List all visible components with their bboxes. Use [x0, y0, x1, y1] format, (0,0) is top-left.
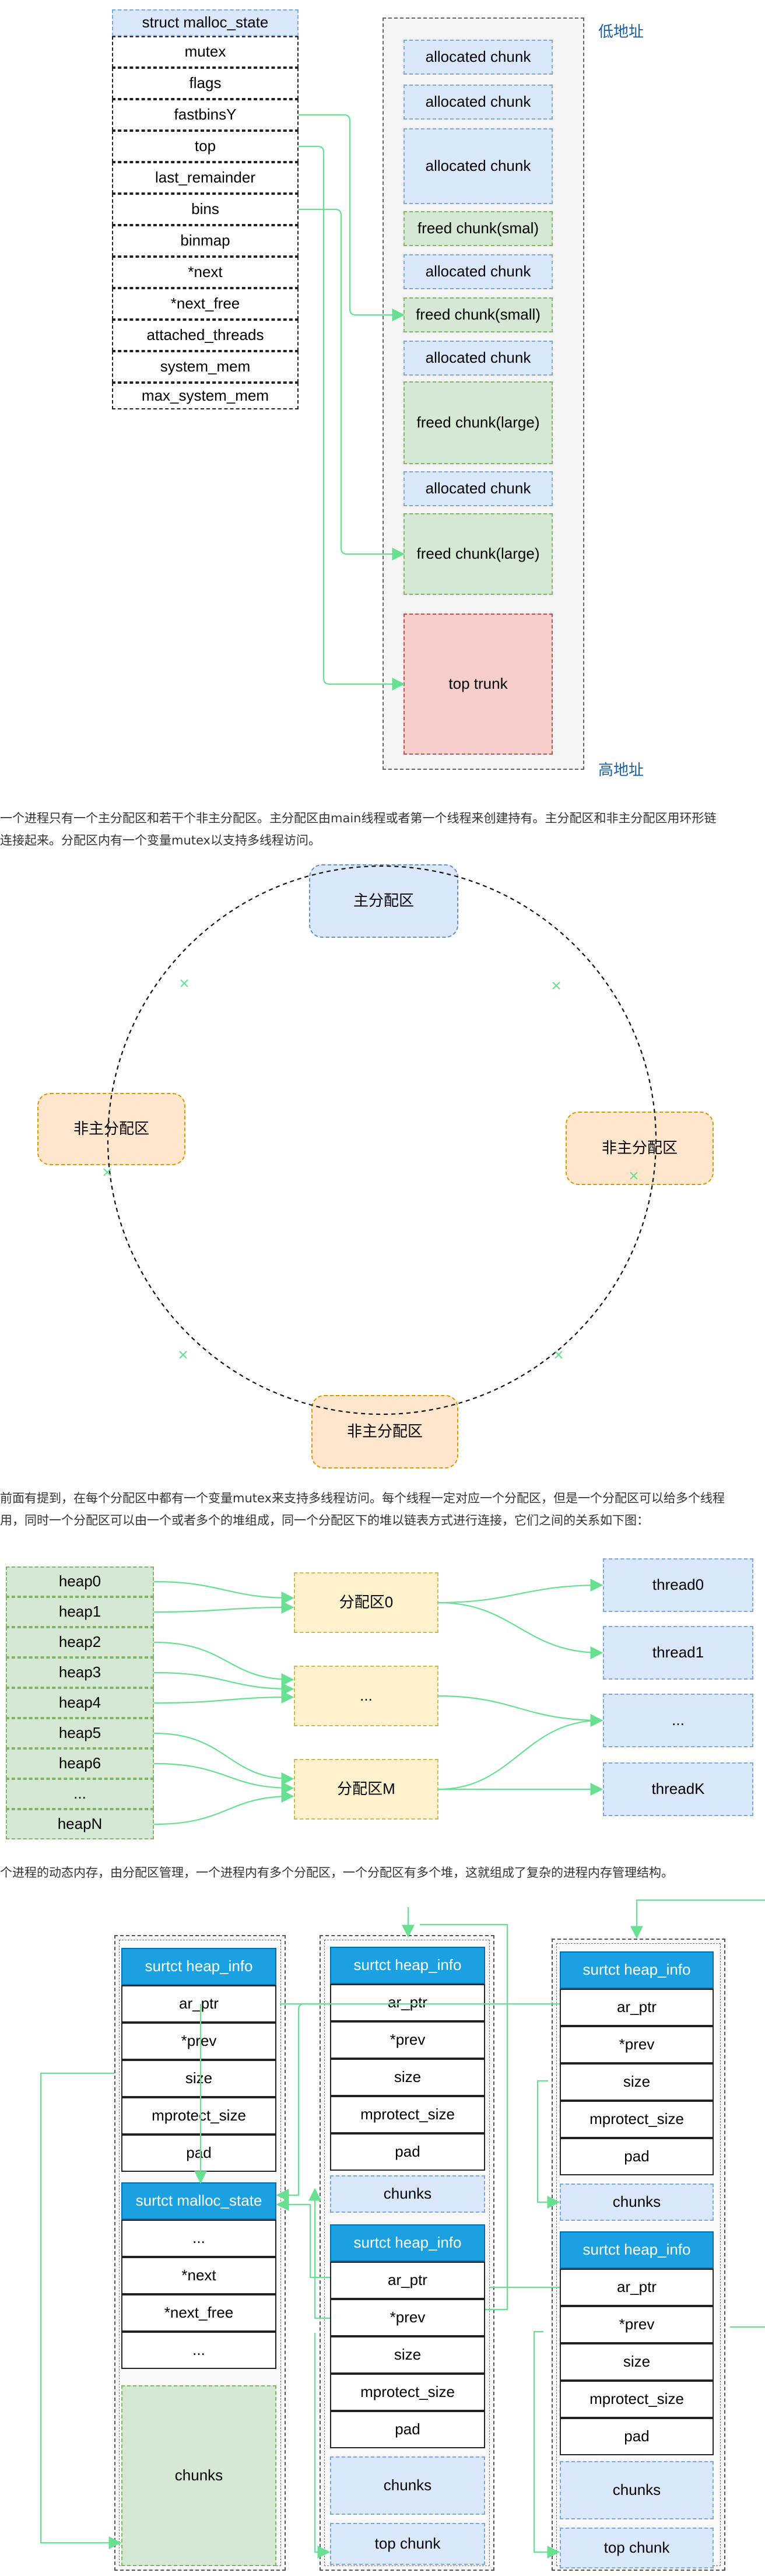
- field-max-system-mem: max_system_mem: [112, 383, 299, 409]
- chunk-allocated-6: allocated chunk: [403, 471, 553, 506]
- paragraph-arena-thread-line1: 前面有提到，在每个分配区中都有一个变量mutex来支持多线程访问。每个线程一定对…: [0, 1491, 725, 1505]
- ring-cross-marks: [103, 979, 638, 1359]
- paragraph-arena-intro: 一个进程只有一个主分配区和若干个非主分配区。主分配区由main线程或者第一个线程…: [0, 807, 765, 851]
- chunk-allocated-5: allocated chunk: [403, 341, 553, 376]
- thread-0: thread0: [603, 1558, 753, 1612]
- column-2-top-chunk: top chunk: [330, 2523, 485, 2565]
- paragraph-process-memory-line1: 个进程的动态内存，由分配区管理，一个进程内有多个分配区，一个分配区有多个堆，这就…: [0, 1866, 673, 1880]
- heap-info-1-ar-ptr: ar_ptr: [121, 1985, 276, 2023]
- heap-info-3b-size: size: [560, 2343, 714, 2381]
- heap-info-1-size: size: [121, 2060, 276, 2097]
- heap-info-3a-pad: pad: [560, 2138, 714, 2175]
- malloc-state-ellipsis-1: ...: [121, 2220, 276, 2257]
- non-main-arena-right: 非主分配区: [566, 1112, 714, 1185]
- field-mutex: mutex: [112, 36, 299, 68]
- field-top: top: [112, 131, 299, 162]
- paragraph-arena-intro-line1: 一个进程只有一个主分配区和若干个非主分配区。主分配区由main线程或者第一个线程…: [0, 811, 717, 825]
- top-trunk: top trunk: [403, 614, 553, 755]
- malloc-state-title-2: surtct malloc_state: [121, 2182, 276, 2220]
- column-3-top-chunk: top chunk: [560, 2528, 714, 2568]
- paragraph-process-memory: 个进程的动态内存，由分配区管理，一个进程内有多个分配区，一个分配区有多个堆，这就…: [0, 1862, 765, 1884]
- paragraph-arena-intro-line2: 连接起来。分配区内有一个变量mutex以支持多线程访问。: [0, 833, 321, 847]
- heap-info-2a-pad: pad: [330, 2133, 485, 2171]
- heap-info-3a-size: size: [560, 2063, 714, 2101]
- field-next: *next: [112, 257, 299, 288]
- non-main-arena-left: 非主分配区: [37, 1093, 185, 1165]
- malloc-state-next: *next: [121, 2257, 276, 2294]
- malloc-state-ellipsis-2: ...: [121, 2332, 276, 2369]
- heap-info-2a-ar-ptr: ar_ptr: [330, 1984, 485, 2021]
- field-last-remainder: last_remainder: [112, 162, 299, 194]
- heap-2: heap2: [6, 1627, 154, 1657]
- column-2-chunks-1: chunks: [330, 2175, 485, 2213]
- thread-k: threadK: [603, 1762, 753, 1816]
- chunk-freed-large-2: freed chunk(large): [403, 513, 553, 595]
- column-3-chunks-2: chunks: [560, 2461, 714, 2519]
- field-system-mem: system_mem: [112, 351, 299, 383]
- field-binmap: binmap: [112, 225, 299, 257]
- heap-0: heap0: [6, 1566, 154, 1597]
- heap-info-2a-title: surtct heap_info: [330, 1947, 485, 1984]
- heap-info-2b-title: surtct heap_info: [330, 2224, 485, 2262]
- arena-0: 分配区0: [294, 1572, 438, 1633]
- heap-info-3a-prev: *prev: [560, 2026, 714, 2063]
- column-1-chunks: chunks: [121, 2385, 276, 2566]
- field-flags: flags: [112, 68, 299, 99]
- chunk-freed-small-2: freed chunk(small): [403, 297, 553, 332]
- heap-info-1-title: surtct heap_info: [121, 1948, 276, 1985]
- arena-ellipsis: ...: [294, 1666, 438, 1726]
- heap-info-2a-size: size: [330, 2059, 485, 2096]
- thread-1: thread1: [603, 1626, 753, 1680]
- heap-info-3b-mprotect-size: mprotect_size: [560, 2381, 714, 2418]
- chunk-allocated-1: allocated chunk: [403, 40, 553, 75]
- heap-info-3b-ar-ptr: ar_ptr: [560, 2269, 714, 2306]
- column-3-chunks-1: chunks: [560, 2184, 714, 2221]
- chunk-allocated-4: allocated chunk: [403, 254, 553, 289]
- heap-info-2b-ar-ptr: ar_ptr: [330, 2262, 485, 2299]
- malloc-state-title: struct malloc_state: [112, 9, 299, 36]
- heap-4: heap4: [6, 1688, 154, 1718]
- heap-info-3a-ar-ptr: ar_ptr: [560, 1989, 714, 2026]
- heap-info-2b-prev: *prev: [330, 2299, 485, 2336]
- heap-info-2a-mprotect-size: mprotect_size: [330, 2096, 485, 2133]
- heap-info-3a-mprotect-size: mprotect_size: [560, 2101, 714, 2138]
- heap-1: heap1: [6, 1597, 154, 1627]
- heap-info-3b-pad: pad: [560, 2418, 714, 2455]
- heap-5: heap5: [6, 1718, 154, 1748]
- chunk-freed-small-1: freed chunk(smal): [403, 211, 553, 246]
- field-fastbinsY: fastbinsY: [112, 99, 299, 131]
- chunk-allocated-2: allocated chunk: [403, 85, 553, 120]
- heap-info-1-mprotect-size: mprotect_size: [121, 2097, 276, 2135]
- field-bins: bins: [112, 194, 299, 225]
- heap-3: heap3: [6, 1657, 154, 1688]
- heap-info-2b-size: size: [330, 2336, 485, 2374]
- heap-info-2b-mprotect-size: mprotect_size: [330, 2374, 485, 2411]
- thread-ellipsis: ...: [603, 1694, 753, 1747]
- heap-6: heap6: [6, 1748, 154, 1779]
- paragraph-arena-thread-line2: 用，同时一个分配区可以由一个或者多个的堆组成，同一个分配区下的堆以链表方式进行连…: [0, 1513, 649, 1527]
- main-arena: 主分配区: [309, 864, 458, 938]
- heap-info-2b-pad: pad: [330, 2411, 485, 2448]
- heap-info-3b-title: surtct heap_info: [560, 2231, 714, 2269]
- low-address-label: 低地址: [598, 23, 644, 40]
- high-address-label: 高地址: [598, 761, 644, 779]
- heap-info-1-prev: *prev: [121, 2023, 276, 2060]
- field-next-free: *next_free: [112, 288, 299, 320]
- heap-ellipsis: ...: [6, 1779, 154, 1809]
- column-2-chunks-2: chunks: [330, 2456, 485, 2515]
- non-main-arena-bottom: 非主分配区: [311, 1395, 458, 1469]
- heap-info-2a-prev: *prev: [330, 2021, 485, 2059]
- arena-m: 分配区M: [294, 1759, 438, 1820]
- chunk-allocated-3: allocated chunk: [403, 128, 553, 204]
- heap-n: heapN: [6, 1809, 154, 1839]
- heap-info-3b-prev: *prev: [560, 2306, 714, 2343]
- heap-info-1-pad: pad: [121, 2135, 276, 2172]
- paragraph-arena-thread: 前面有提到，在每个分配区中都有一个变量mutex来支持多线程访问。每个线程一定对…: [0, 1487, 765, 1531]
- field-attached-threads: attached_threads: [112, 320, 299, 351]
- malloc-state-next-free: *next_free: [121, 2294, 276, 2332]
- chunk-freed-large-1: freed chunk(large): [403, 381, 553, 464]
- heap-info-3a-title: surtct heap_info: [560, 1951, 714, 1989]
